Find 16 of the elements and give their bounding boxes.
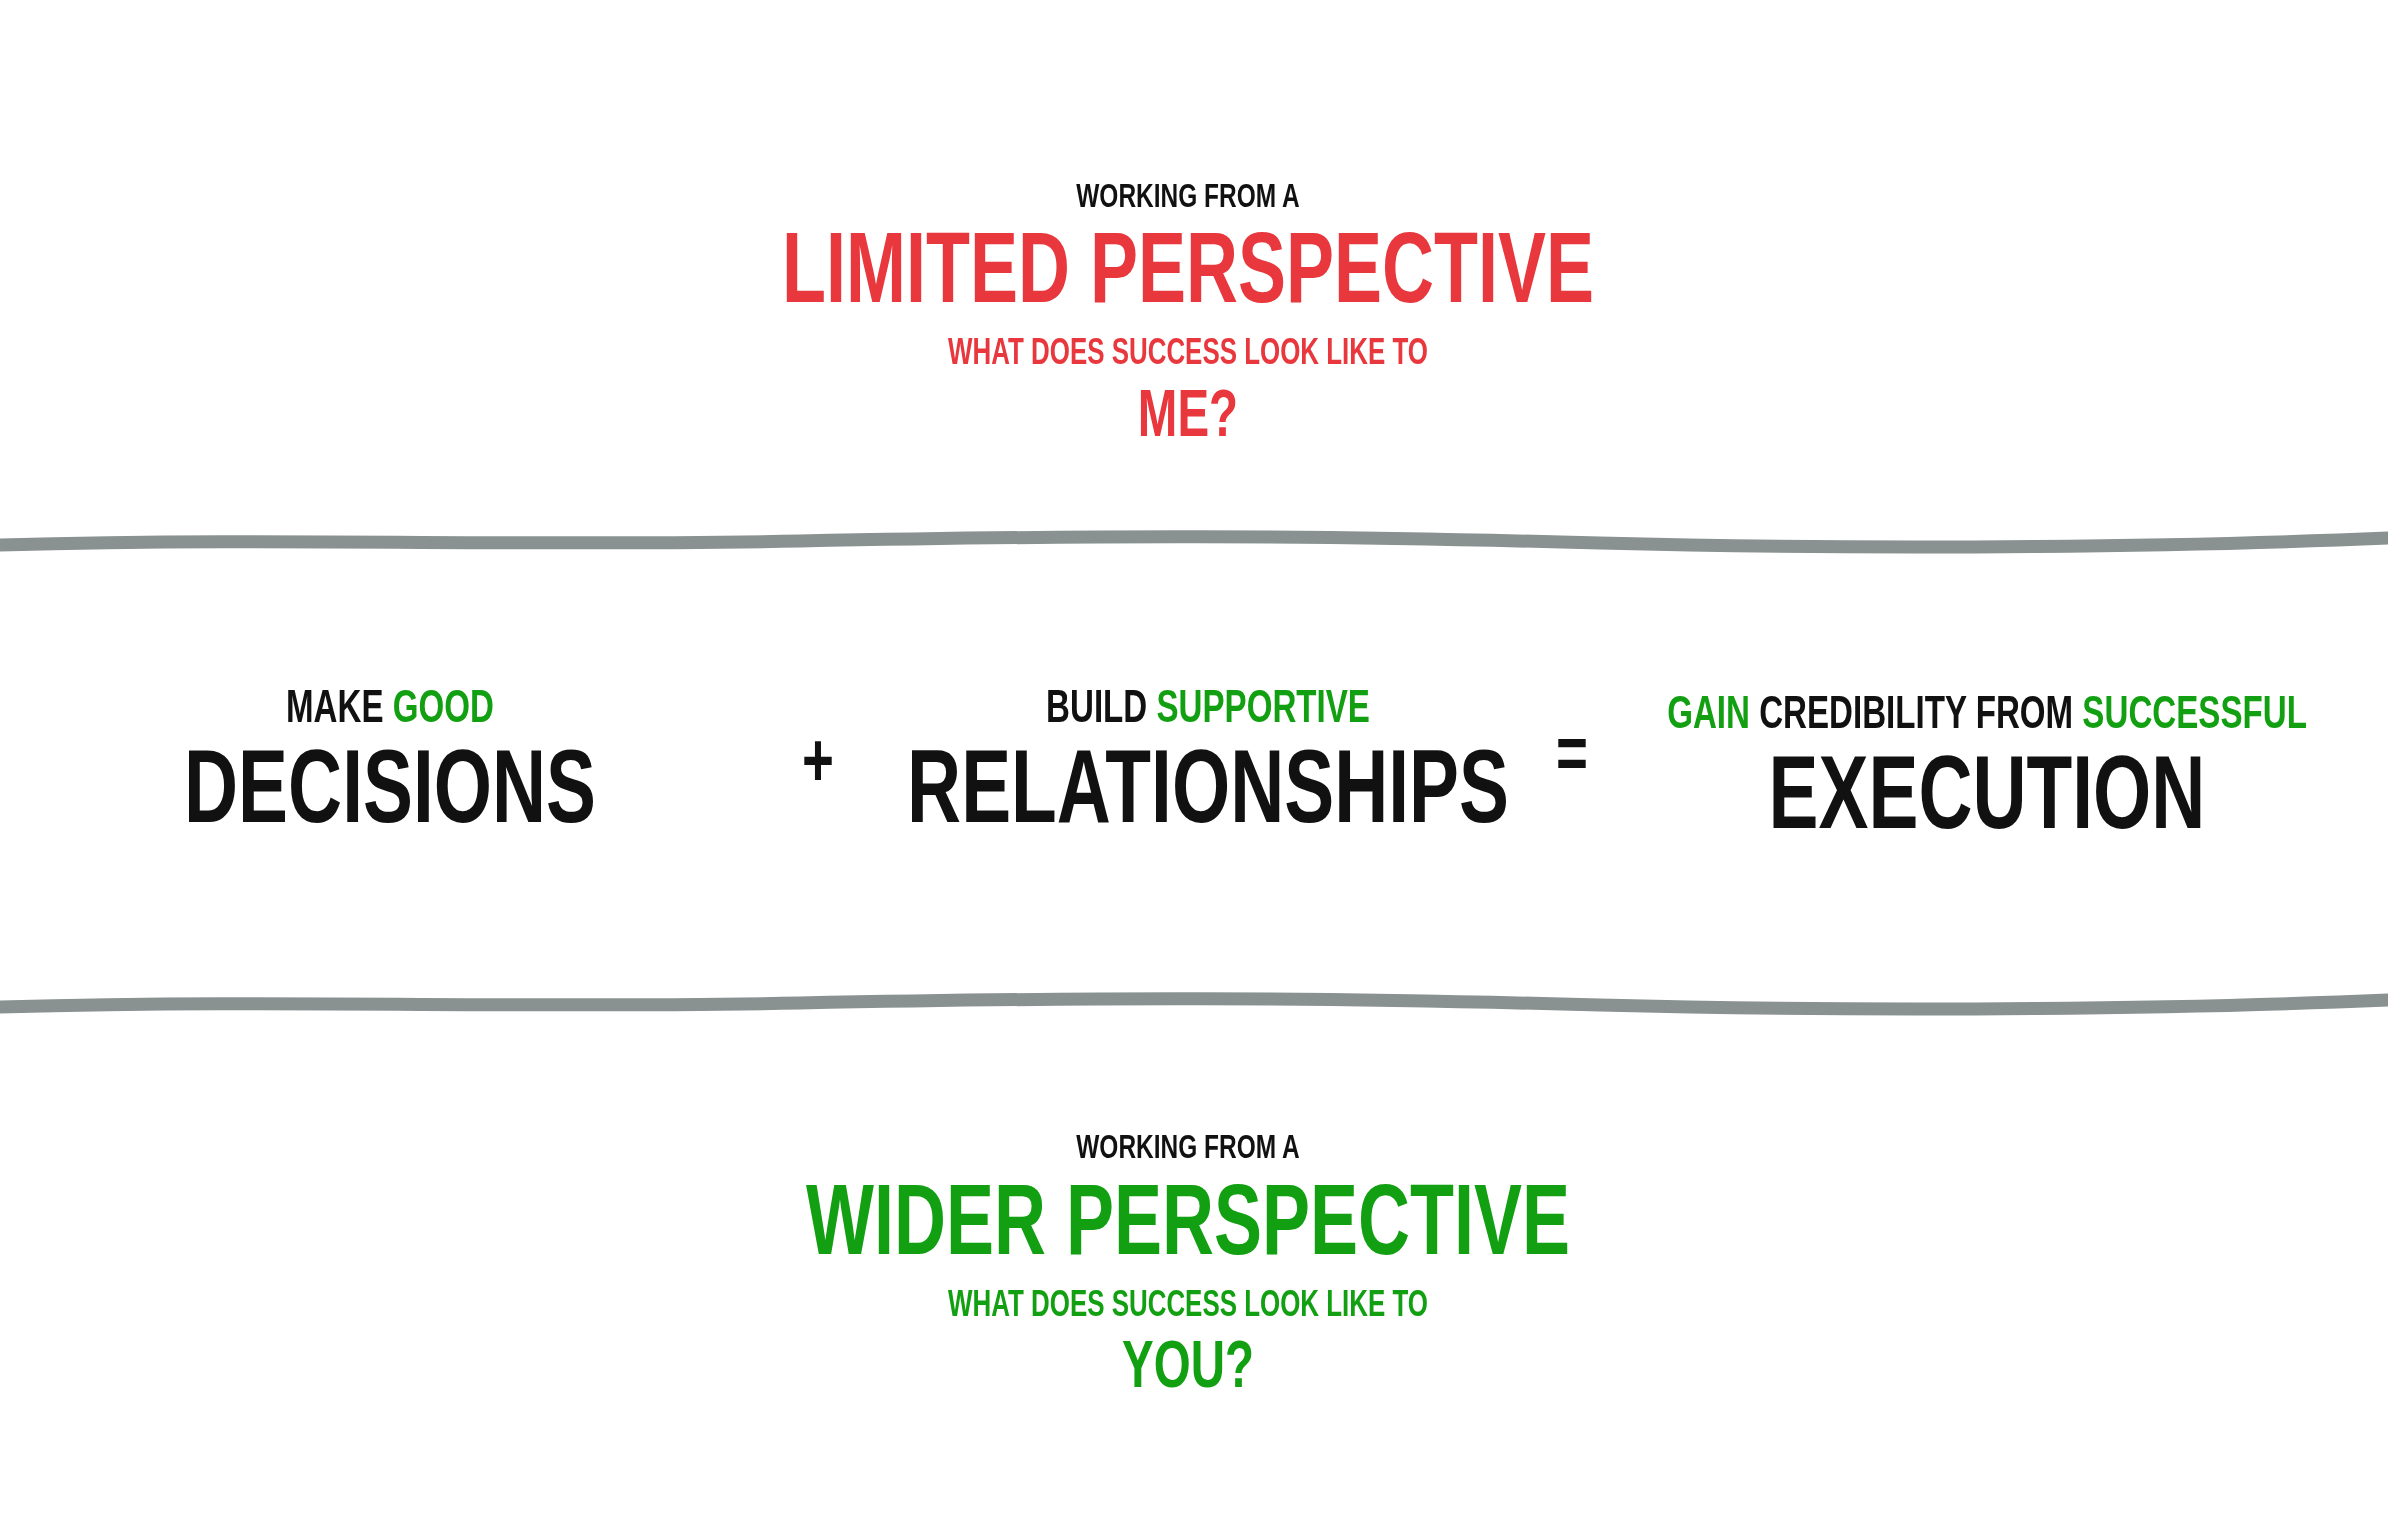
intro-text: WORKING FROM A	[1076, 1129, 1300, 1163]
question-text: WHAT DOES SUCCESS LOOK LIKE TO	[948, 1286, 1428, 1322]
plus-sign: +	[802, 722, 834, 798]
heading: WIDER PERSPECTIVE	[805, 1169, 1571, 1269]
question-word: YOU?	[1122, 1331, 1254, 1397]
equals-sign: =	[1556, 715, 1588, 791]
heading: LIMITED PERSPECTIVE	[781, 217, 1595, 317]
question-text: WHAT DOES SUCCESS LOOK LIKE TO	[948, 334, 1428, 370]
key-word: DECISIONS	[184, 734, 596, 838]
subheading: GAIN CREDIBILITY FROM SUCCESSFUL	[1667, 689, 2307, 735]
key-word: EXECUTION	[1768, 740, 2206, 844]
subheading: MAKE GOOD	[286, 683, 494, 729]
subheading: BUILD SUPPORTIVE	[1046, 683, 1370, 729]
question-word: ME?	[1137, 380, 1239, 446]
key-word: RELATIONSHIPS	[907, 734, 1509, 838]
intro-text: WORKING FROM A	[1076, 178, 1300, 212]
